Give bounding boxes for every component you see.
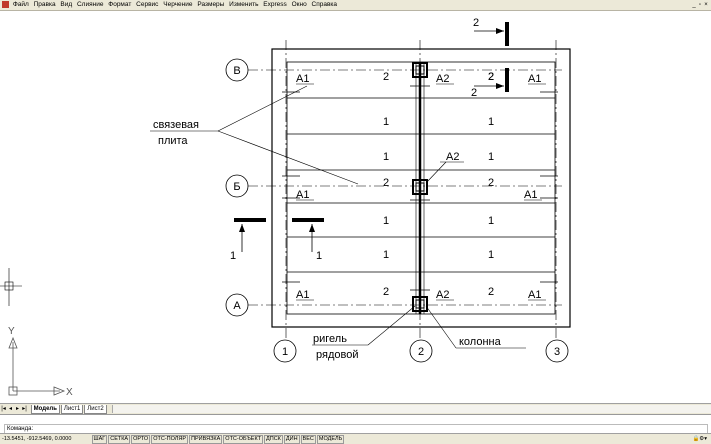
lock-icon[interactable]: 🔒 <box>692 436 700 442</box>
svg-text:1: 1 <box>383 151 389 163</box>
svg-text:А1: А1 <box>296 189 309 201</box>
section-mark-2: 2 2 <box>471 17 509 99</box>
menu-tools[interactable]: Сервис <box>136 1 159 8</box>
svg-text:1: 1 <box>316 250 322 262</box>
horizontal-scrollbar[interactable] <box>112 405 711 413</box>
building-outline <box>271 48 571 328</box>
axis-bubble-3: 3 <box>545 339 569 363</box>
svg-text:колонна: колонна <box>459 336 502 348</box>
command-prompt: Команда: <box>7 426 34 432</box>
svg-text:В: В <box>233 65 240 77</box>
command-area: Команда: <box>0 414 711 434</box>
svg-text:2: 2 <box>488 286 494 298</box>
menu-view[interactable]: Вид <box>60 1 73 8</box>
crosshair-icon <box>0 268 22 306</box>
column-annotation: колонна <box>425 305 526 349</box>
coordinates-readout: -13.5451, -912.5469, 0.0000 <box>2 436 72 442</box>
axis-bubble-1: 1 <box>273 339 297 363</box>
svg-text:1: 1 <box>488 215 494 227</box>
panel-labels: А1 А2 А1 А1 А2 А1 А1 А2 А1 <box>296 73 541 301</box>
menu-modify[interactable]: Изменить <box>229 1 259 8</box>
svg-text:1: 1 <box>383 116 389 128</box>
tab-model[interactable]: Модель <box>30 405 60 414</box>
restore-icon[interactable]: ▫ <box>698 2 702 8</box>
svg-text:А: А <box>233 300 241 312</box>
svg-text:рядовой: рядовой <box>316 349 358 361</box>
window-controls: _▫× <box>691 1 709 9</box>
first-tab-icon[interactable]: |◂ <box>1 406 6 412</box>
menu-help[interactable]: Справка <box>311 1 338 8</box>
svg-text:2: 2 <box>383 71 389 83</box>
tray-icons: 🔒⚙▾ <box>692 434 707 444</box>
menu-edit[interactable]: Правка <box>33 1 56 8</box>
prev-tab-icon[interactable]: ◂ <box>8 406 12 412</box>
ucs-x-label: X <box>66 387 73 398</box>
menu-dimension[interactable]: Размеры <box>197 1 225 8</box>
menu-draw[interactable]: Черчение <box>163 1 193 8</box>
drawing-canvas[interactable]: В Б А 1 2 3 2 2 1 1 1 1 2 2 1 1 1 1 2 2 … <box>0 11 711 403</box>
svg-text:2: 2 <box>418 346 424 358</box>
settings-icon[interactable]: ⚙ <box>699 436 705 442</box>
svg-text:2: 2 <box>488 177 494 189</box>
menu-format[interactable]: Формат <box>108 1 132 8</box>
tab-sheet2[interactable]: Лист2 <box>84 405 107 414</box>
svg-text:связевая: связевая <box>153 119 199 131</box>
app-icon[interactable] <box>2 1 9 8</box>
menu-window[interactable]: Окно <box>291 1 307 8</box>
svg-text:2: 2 <box>488 71 494 83</box>
menu-file[interactable]: Файл <box>12 1 29 8</box>
svg-text:1: 1 <box>488 116 494 128</box>
svg-text:А1: А1 <box>528 289 541 301</box>
svg-text:А2: А2 <box>436 73 449 85</box>
axis-bubble-v: В <box>225 58 249 82</box>
menu-merge[interactable]: Слияние <box>76 1 104 8</box>
column <box>412 62 428 312</box>
section-mark-1: 1 1 <box>230 218 324 262</box>
minimize-icon[interactable]: _ <box>692 2 696 8</box>
svg-text:1: 1 <box>383 215 389 227</box>
svg-text:А1: А1 <box>524 189 537 201</box>
menu-bar: Файл Правка Вид Слияние Формат Сервис Че… <box>0 0 711 11</box>
axis-bubble-a: А <box>225 293 249 317</box>
svg-text:1: 1 <box>230 250 236 262</box>
svg-text:1: 1 <box>488 249 494 261</box>
tie-slab-annotation: связевая плита <box>150 85 359 185</box>
svg-text:плита: плита <box>158 135 188 147</box>
tab-sheet1[interactable]: Лист1 <box>60 405 84 414</box>
next-tab-icon[interactable]: ▸ <box>15 406 19 412</box>
last-tab-icon[interactable]: ▸| <box>22 406 27 412</box>
svg-text:2: 2 <box>383 177 389 189</box>
svg-text:3: 3 <box>554 346 560 358</box>
svg-text:1: 1 <box>488 151 494 163</box>
svg-text:А1: А1 <box>296 73 309 85</box>
svg-text:А2: А2 <box>446 151 459 163</box>
svg-text:2: 2 <box>383 286 389 298</box>
girder-annotation: ригель рядовой <box>312 305 416 361</box>
ucs-icon <box>8 336 66 396</box>
panel-ticks <box>282 85 558 291</box>
svg-text:А2: А2 <box>436 289 449 301</box>
axis-bubble-2: 2 <box>409 339 433 363</box>
axis-bubble-b: Б <box>225 174 249 198</box>
svg-text:А1: А1 <box>296 289 309 301</box>
ucs-y-label: Y <box>8 326 15 337</box>
close-icon[interactable]: × <box>704 2 708 8</box>
floor-plan-drawing: В Б А 1 2 3 2 2 1 1 1 1 2 2 1 1 1 1 2 2 … <box>0 17 571 398</box>
svg-text:1: 1 <box>383 249 389 261</box>
menu-express[interactable]: Express <box>263 1 287 8</box>
svg-text:1: 1 <box>282 346 288 358</box>
svg-text:2: 2 <box>488 71 494 83</box>
svg-text:А1: А1 <box>528 73 541 85</box>
svg-text:2: 2 <box>473 17 479 29</box>
svg-text:2: 2 <box>471 87 477 99</box>
chevron-down-icon[interactable]: ▾ <box>704 436 707 442</box>
slab-numbers: 2 2 1 1 1 1 2 2 1 1 1 1 2 2 <box>383 71 494 298</box>
svg-text:Б: Б <box>233 181 240 193</box>
svg-text:ригель: ригель <box>313 333 347 345</box>
